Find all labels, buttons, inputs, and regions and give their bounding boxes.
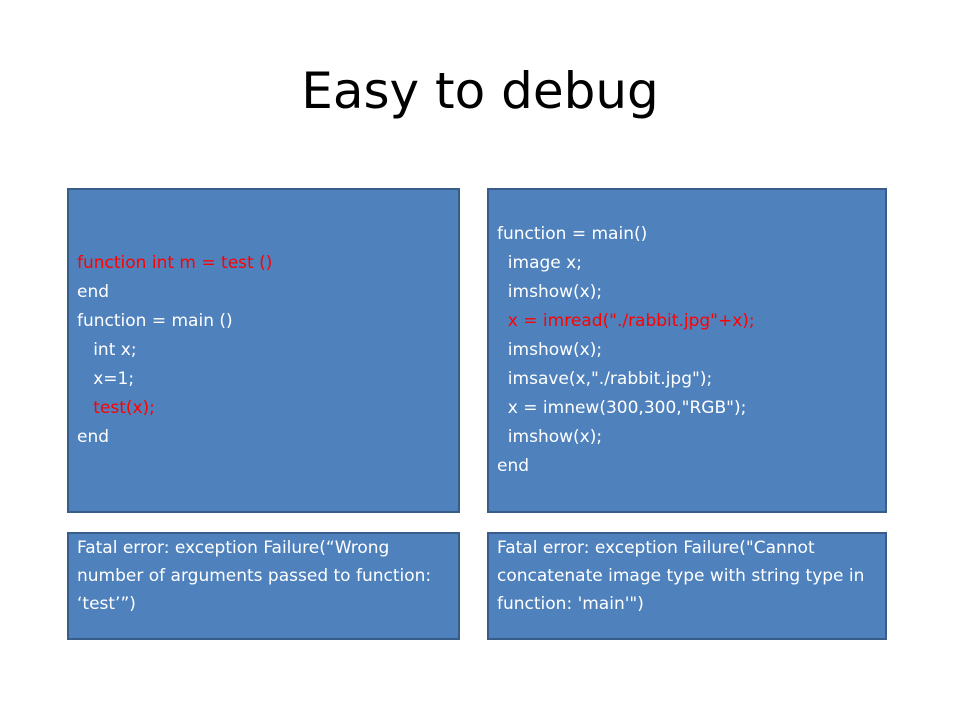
- code-line: test(x);: [77, 398, 155, 418]
- code-line: int x;: [77, 340, 137, 360]
- code-line: function int m = test (): [77, 253, 273, 273]
- left-code-box: function int m = test () end function = …: [67, 188, 460, 513]
- code-line: end: [497, 456, 530, 476]
- code-line: x = imread("./rabbit.jpg"+x);: [497, 311, 755, 331]
- left-error-box: Fatal error: exception Failure(“Wrong nu…: [67, 532, 460, 640]
- right-error-box: Fatal error: exception Failure("Cannot c…: [487, 532, 887, 640]
- error-message: Fatal error: exception Failure("Cannot c…: [497, 538, 865, 614]
- error-message: Fatal error: exception Failure(“Wrong nu…: [77, 538, 432, 614]
- code-line: image x;: [497, 253, 582, 273]
- code-line: imshow(x);: [497, 427, 603, 447]
- code-line: x=1;: [77, 369, 135, 389]
- code-line: imshow(x);: [497, 340, 603, 360]
- code-line: x = imnew(300,300,"RGB");: [497, 398, 747, 418]
- code-line: imshow(x);: [497, 282, 603, 302]
- right-code-box: function = main() image x; imshow(x); x …: [487, 188, 887, 513]
- code-line: function = main (): [77, 311, 233, 331]
- code-line: end: [77, 427, 110, 447]
- code-line: imsave(x,"./rabbit.jpg");: [497, 369, 713, 389]
- code-line: function = main(): [497, 224, 648, 244]
- slide-title: Easy to debug: [301, 62, 659, 120]
- code-line: end: [77, 282, 110, 302]
